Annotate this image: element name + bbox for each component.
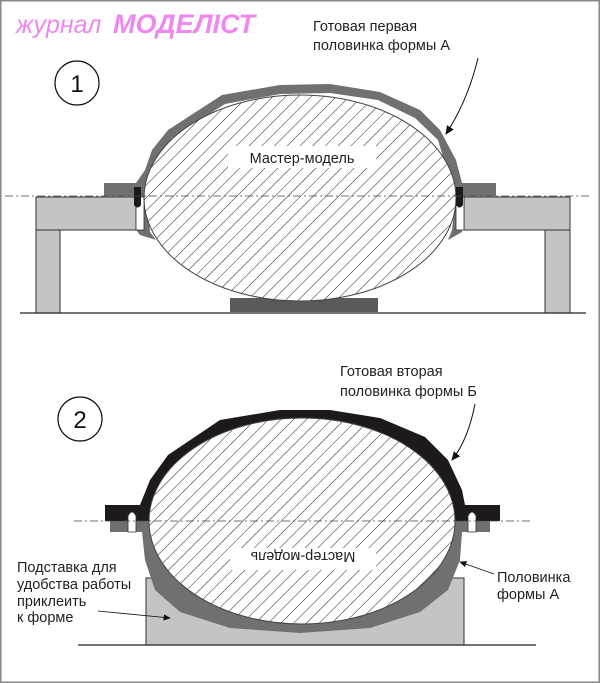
pin-right-2: [467, 511, 477, 533]
master-model-label-2-inverted: Мастер-модель: [251, 548, 356, 564]
table-right-leg: [544, 229, 571, 314]
table-left-leg: [35, 229, 61, 314]
model-label-bg-2: [230, 548, 376, 570]
table-right-board: [463, 196, 571, 231]
base-plate: [230, 298, 378, 312]
stand-label-line3: приклеить: [17, 594, 86, 610]
callout-b-line2: половинка формы Б: [340, 384, 477, 400]
pin-left-2: [127, 511, 137, 533]
step-1-badge: [54, 60, 100, 106]
callout-a-line1: Готовая первая: [313, 19, 417, 35]
half-a-label-line1: Половинка: [497, 570, 571, 586]
callout-b-arrow: [451, 403, 476, 461]
step-1: 1 Мастер-модель Готовая первая половинка…: [5, 19, 592, 314]
callout-b-line1: Готовая вторая: [340, 364, 443, 380]
logo-prefix: журнал: [15, 11, 101, 39]
callout-a-arrow: [445, 57, 479, 135]
step-2-badge: [57, 396, 103, 442]
half-a-label-line2: формы А: [497, 587, 559, 603]
stand-label-line1: Подставка для: [17, 560, 117, 576]
step-2: 2 Мастер-модель Готовая вторая половинка…: [17, 364, 571, 646]
pin-right: [456, 187, 463, 208]
callout-a-line2: половинка формы А: [313, 38, 450, 54]
table-left-board: [35, 196, 137, 231]
pin-left: [134, 187, 141, 208]
logo-name: МОДЕЛІСТ: [113, 9, 257, 39]
model-label-bg-1: [228, 146, 376, 168]
master-model-label-1: Мастер-модель: [250, 151, 355, 167]
step-2-number: 2: [73, 407, 86, 434]
master-model-1: [143, 94, 457, 302]
logo: журнал МОДЕЛІСТ: [15, 9, 257, 39]
stand-label-line4: к форме: [17, 610, 73, 626]
step-1-number: 1: [70, 71, 83, 98]
stand-arrow: [97, 610, 171, 621]
half-a-arrow: [459, 561, 495, 575]
stand-label-line2: удобства работы: [17, 577, 131, 593]
